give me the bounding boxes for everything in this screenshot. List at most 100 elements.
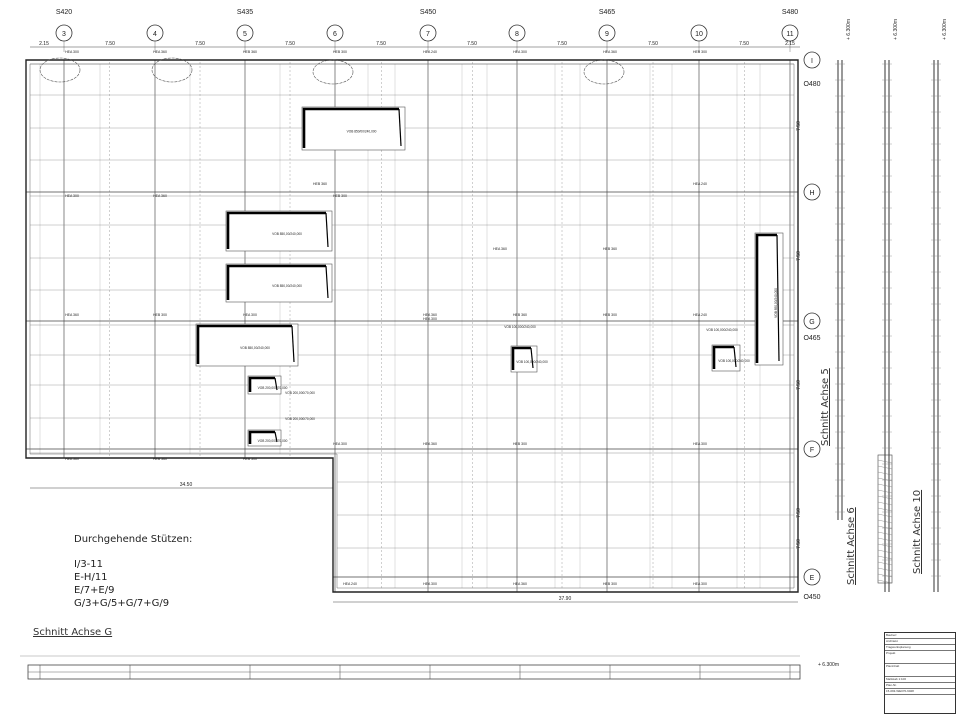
top-dimension: 7.50 [195,41,205,47]
opening-thick-edge [196,324,292,364]
top-dimension: 7.50 [739,41,749,47]
opening-label: VOB 850/00/240,000 [347,130,377,134]
building-outline [25,59,799,593]
opening-thick-edge [226,264,326,300]
beam-label: HEB 300 [333,194,347,198]
title-row: Projekt [885,651,955,664]
plan-number: 15-093-WE070-9028 [885,689,955,695]
beam-label: HEA 240 [423,50,437,54]
axis-number: 8 [515,31,519,38]
opening-thick-edge [712,345,734,369]
station-label: S480 [782,9,798,16]
axis-letter: G [809,319,814,326]
ladder-rung [877,531,893,536]
section-ladder [877,454,893,584]
axis-letter: F [810,447,814,454]
ladder-rung [877,573,893,578]
axis-bubble [326,24,344,42]
top-dimension: 2.15 [785,41,795,47]
station-label: S420 [56,9,72,16]
opening-label: VOB 100,000/240,000 [504,325,536,329]
level-mark: + 6.300m [846,19,852,40]
opening-label: VOB 200,000/70,000 [258,439,288,443]
title-row: Plan-Nr. [885,683,955,689]
axis-bubble [803,440,821,458]
opening-frame [195,323,299,367]
beam-label: HEB 300 [153,313,167,317]
axis-number: 4 [153,31,157,38]
axis-letter: E [810,575,815,582]
ladder-rung [877,501,893,506]
opening: VOB 850/00/240,000 [301,106,406,151]
note-line: I/3-11 [74,559,104,570]
beam-label: HEB 300 [513,442,527,446]
axis-bubble [236,24,254,42]
right-dimension: 7.50 [796,539,802,549]
beam-label: HEA 300 [423,317,437,321]
beam-label: HEB 360 [243,50,257,54]
bottom-dimension: 37.90 [559,596,572,602]
opening: VOB 850,00/240,000 [225,210,333,252]
revision-cloud [39,57,81,83]
beam-label: HEB 360 [513,313,527,317]
opening-thick-edge [226,211,326,249]
opening-frame [247,429,282,447]
axis-bubble [803,312,821,330]
ladder-rung [877,477,893,482]
ladder-rung [877,483,893,488]
note-line: E-H/11 [74,572,108,583]
opening-diagonal [274,377,278,391]
opening: VOB 850,00/240,000 [754,232,784,366]
beam-label: HEA 360 [153,50,167,54]
opening-frame [510,345,538,373]
ladder-rung [877,471,893,476]
opening-label: VOB 850,00/240,000 [240,346,270,350]
ladder-rung [877,495,893,500]
station-label: S435 [237,9,253,16]
ladder-rung [877,555,893,560]
beam-label: HEB 360 [153,457,167,461]
ladder-rung [877,507,893,512]
axis-bubble [419,24,437,42]
beam-label: HEA 240 [693,313,707,317]
beam-label: HEA 360 [423,313,437,317]
axis-bubble [803,568,821,586]
beam-label: HEA 360 [603,50,617,54]
section-6-label: Schnitt Achse 6 [846,507,857,585]
opening: VOB 200,000/70,000 [247,375,288,395]
elevation-label: O450 [803,594,820,601]
opening: VOB 200,000/70,000 [247,429,288,447]
opening-label: VOB 100,000/240,000 [516,360,548,364]
bottom-dimension: 34.50 [180,482,193,488]
ladder-rung [877,579,893,584]
axis-bubble [55,24,73,42]
beam-label: HEA 300 [693,442,707,446]
top-dimension: 7.50 [467,41,477,47]
opening-thick-edge [248,430,275,444]
inner-outline [29,63,795,589]
opening-label: VOB 200,000/70,000 [285,391,315,395]
axis-number: 10 [695,31,703,38]
beam-label: HEA 300 [513,50,527,54]
beam-label: HEA 300 [693,582,707,586]
top-dimension: 2.15 [39,41,49,47]
ladder-rung [877,519,893,524]
beam-label: HEB 360 [603,247,617,251]
beam-label: HEA 300 [423,582,437,586]
opening-diagonal [398,108,402,147]
right-dimension: 7.50 [796,508,802,518]
beam-label: HEA 360 [423,442,437,446]
structural-grid [26,41,800,603]
beam-label: HEA 360 [513,582,527,586]
revision-cloud [151,57,193,83]
opening-label: VOB 200,000/70,000 [285,417,315,421]
opening-thick-edge [755,233,777,363]
ladder-rung [877,513,893,518]
level-mark: + 6.300m [893,19,899,40]
note-title: Durchgehende Stützen: [74,534,193,545]
note-line: G/3+G/5+G/7+G/9 [74,598,170,609]
beam-label: HEA 240 [693,182,707,186]
opening-label: VOB 100,000/240,000 [706,328,738,332]
